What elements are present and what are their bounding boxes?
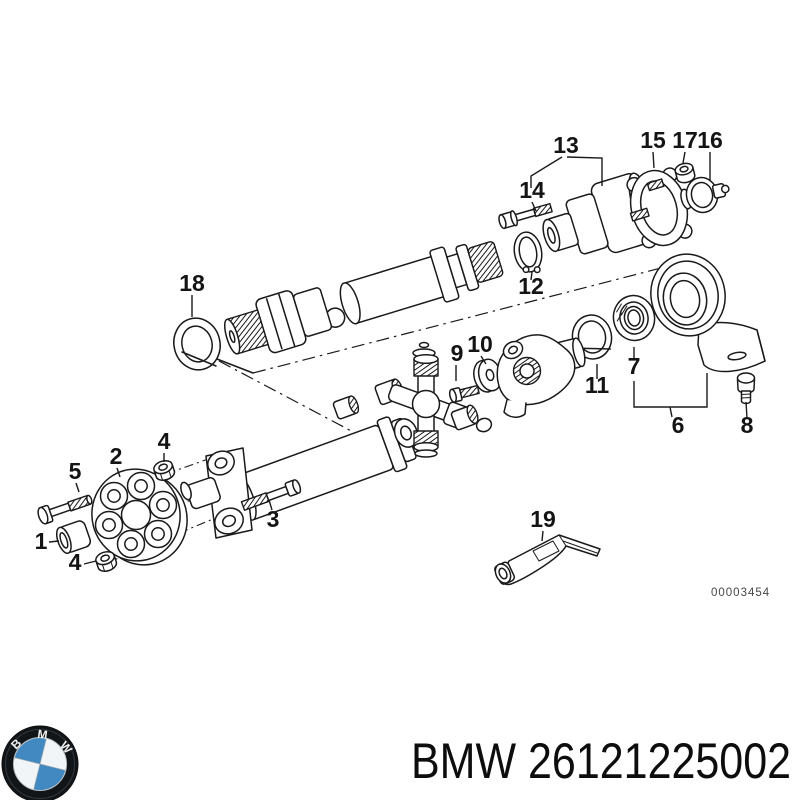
part-upper-shaft-tube bbox=[339, 241, 504, 325]
part-tube-ear-hole bbox=[399, 425, 413, 441]
part-ring-18 bbox=[173, 317, 254, 374]
callout-7: 7 bbox=[628, 353, 641, 379]
callout-10: 10 bbox=[467, 331, 493, 357]
part-snap-ring-12 bbox=[513, 231, 543, 274]
part-bolt-5 bbox=[37, 494, 93, 525]
diagram-id-code: 00003454 bbox=[711, 587, 770, 599]
part-washer-10 bbox=[473, 358, 503, 393]
part-bolt-9 bbox=[448, 384, 480, 403]
callout-14: 14 bbox=[519, 177, 545, 203]
part-bolt-14 bbox=[498, 202, 553, 230]
part-grease-tube-19 bbox=[494, 534, 601, 586]
part-bolt-3 bbox=[240, 479, 302, 511]
callout-4b: 4 bbox=[69, 549, 82, 575]
callout-19: 19 bbox=[530, 506, 556, 532]
callout-13: 13 bbox=[553, 132, 579, 158]
callout-16: 16 bbox=[697, 127, 723, 153]
callout-4a: 4 bbox=[158, 428, 171, 454]
callout-5: 5 bbox=[69, 458, 82, 484]
part-flex-disc-2 bbox=[91, 468, 188, 566]
part-shaft-yoke bbox=[180, 447, 253, 539]
part-flange-15 bbox=[626, 167, 693, 249]
part-nut-4-top bbox=[153, 459, 176, 481]
part-yoke-flange bbox=[496, 334, 586, 418]
callout-9: 9 bbox=[451, 340, 464, 366]
callout-8: 8 bbox=[741, 412, 754, 438]
callout-6: 6 bbox=[672, 412, 685, 438]
part-clamp-16 bbox=[685, 176, 730, 214]
part-universal-joint bbox=[332, 341, 493, 458]
part-lower-shaft-tube bbox=[233, 416, 417, 521]
callout-1: 1 bbox=[35, 528, 48, 554]
bmw-logo: B M W bbox=[1, 725, 79, 800]
part-bolt-8 bbox=[736, 372, 756, 405]
callout-labels: 1 2 3 4 4 5 6 7 8 9 10 11 12 13 14 15 16… bbox=[35, 127, 754, 575]
part-cv-joint-body bbox=[223, 287, 346, 355]
callout-17: 17 bbox=[672, 127, 698, 153]
logo-letter-m: M bbox=[37, 727, 49, 742]
logo-quadrants bbox=[14, 738, 66, 790]
callout-2: 2 bbox=[110, 443, 123, 469]
part-center-mount-6 bbox=[650, 253, 766, 373]
part-sleeve-1 bbox=[55, 520, 92, 555]
callout-15: 15 bbox=[640, 127, 666, 153]
callout-12: 12 bbox=[518, 273, 544, 299]
part-nut-17 bbox=[674, 162, 696, 184]
leader-lines bbox=[48, 151, 748, 565]
callout-18: 18 bbox=[179, 270, 205, 296]
part-number-title: BMW 26121225002 bbox=[411, 733, 791, 789]
part-nut-4-bottom bbox=[95, 550, 118, 572]
part-bearing-7 bbox=[612, 294, 656, 342]
callout-3: 3 bbox=[267, 506, 280, 532]
callout-11: 11 bbox=[585, 372, 610, 398]
